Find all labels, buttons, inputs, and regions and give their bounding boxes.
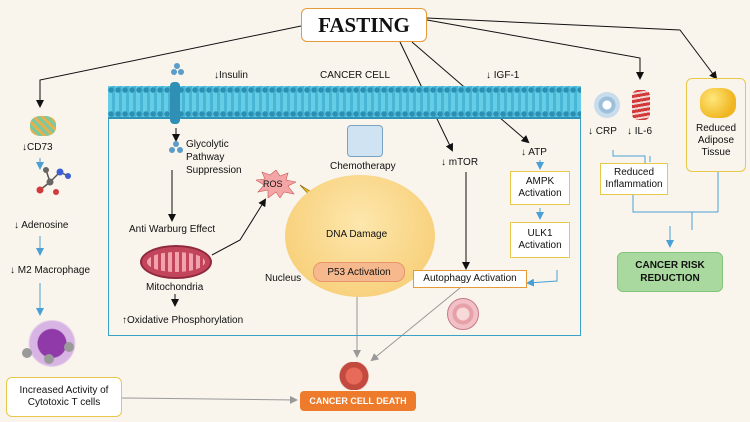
dna-damage-label: DNA Damage [326, 229, 388, 240]
tumor-cell-icon [22, 348, 32, 358]
anti-warburg-label: Anti Warburg Effect [129, 224, 216, 235]
ros-burst-icon [256, 170, 296, 198]
fasting-title: FASTING [301, 8, 427, 42]
reduced-adipose-box: Reduced Adipose Tissue [686, 78, 746, 172]
crp-label: ↓ CRP [588, 126, 617, 137]
mtor-label: ↓ mTOR [441, 157, 479, 168]
cd73-label: ↓CD73 [22, 142, 53, 153]
ros-label: ROS [263, 179, 283, 189]
crp-protein-icon [594, 92, 620, 118]
insulin-label: ↓Insulin [214, 70, 248, 81]
nucleus-label: Nucleus [265, 273, 302, 284]
autophagosome-icon [447, 298, 479, 330]
tumor-cell-icon [64, 342, 74, 352]
cancer-cell-label: CANCER CELL [320, 70, 391, 81]
t-cell-icon [20, 320, 84, 372]
glucose-receptor [170, 82, 180, 124]
cancer-cell-death: CANCER CELL DEATH [300, 391, 416, 411]
p53-activation: P53 Activation [313, 262, 405, 282]
mitochondria-label: Mitochondria [146, 282, 204, 293]
autophagy-activation: Autophagy Activation [413, 270, 527, 288]
membrane-heads-top [108, 86, 581, 94]
membrane-heads-bottom [108, 110, 581, 118]
atp-label: ↓ ATP [521, 147, 547, 158]
igf1-label: ↓ IGF-1 [486, 70, 520, 81]
cancer-risk-reduction: CANCER RISK REDUCTION [617, 252, 723, 292]
il6-label: ↓ IL-6 [627, 126, 653, 137]
ampk-activation: AMPK Activation [510, 171, 570, 205]
cd73-protein-icon [30, 116, 56, 136]
chemotherapy-icon [347, 125, 383, 157]
glycolytic-label: Glycolytic Pathway Suppression [186, 139, 242, 176]
cytotoxic-t-cells-box: Increased Activity of Cytotoxic T cells [6, 377, 122, 417]
il6-protein-icon [632, 90, 650, 120]
m2-macrophage-label: ↓ M2 Macrophage [10, 265, 91, 276]
adenosine-molecule-icon [36, 167, 71, 195]
tumor-cell-icon [44, 354, 54, 364]
chemotherapy-label: Chemotherapy [330, 161, 396, 172]
adipose-tissue-icon [700, 88, 736, 118]
oxphos-label: ↑Oxidative Phosphorylation [122, 315, 244, 326]
dead-cancer-cell-icon [338, 362, 370, 390]
reduced-inflammation-box: Reduced Inflammation [600, 163, 668, 195]
adenosine-label: ↓ Adenosine [14, 220, 69, 231]
ulk1-activation: ULK1 Activation [510, 222, 570, 258]
mitochondria-cristae [147, 252, 205, 272]
